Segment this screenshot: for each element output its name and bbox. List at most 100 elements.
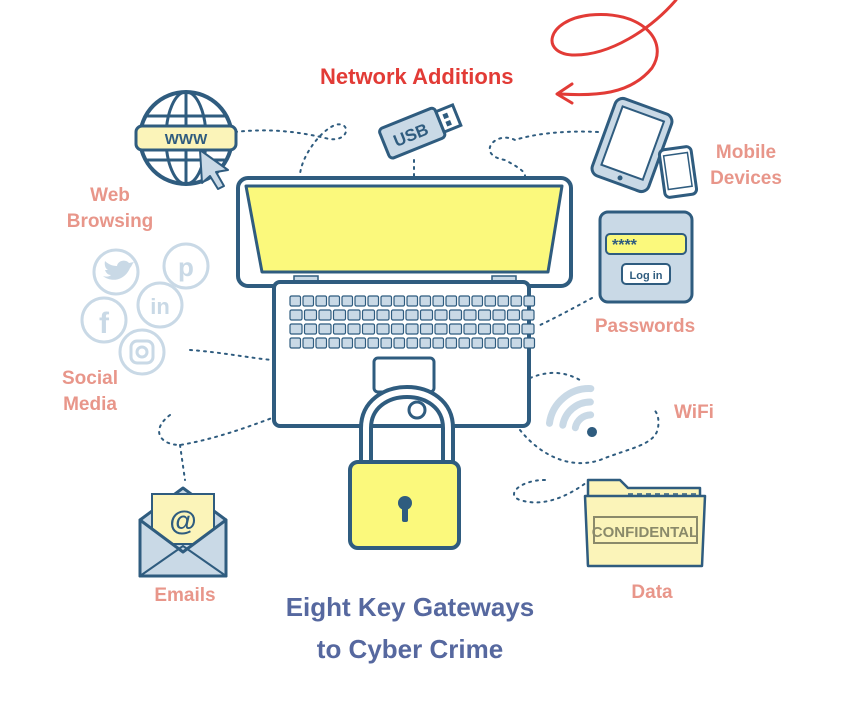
keyboard-key [432,337,445,349]
padlock-icon [348,385,461,550]
keyboard-key [406,337,419,349]
keyboard-key [289,309,303,321]
red-curl-arrow [550,0,678,105]
keyboard-key [471,337,484,349]
web-browsing-line1: Web [90,185,130,206]
wifi-label: WiFi [674,402,714,423]
www-text: WWW [165,131,208,148]
keyboard-key [477,323,492,335]
title-line1: Eight Key Gateways [285,592,535,622]
web-browsing-line2: Browsing [66,211,154,232]
social-media-line2: Media [63,394,117,415]
keyboard-key [458,295,471,307]
keyboard-key [463,309,477,321]
keyboard-key [318,323,332,335]
keyboard-key [458,337,471,349]
keyboard-key [521,309,535,321]
svg-text:p: p [178,252,194,282]
globe-icon: WWW [134,90,238,190]
title-line2: to Cyber Crime [316,634,504,664]
keyboard-key [434,323,448,335]
keyboard-key [347,323,361,335]
mobile-devices-line1: Mobile [715,142,777,163]
keyboard-key [332,323,347,335]
keyboard-key [376,323,390,335]
keyboard-key [471,295,484,307]
keyboard-key [341,337,354,349]
keyboard-key [289,295,302,307]
social-media-icons: p in f [80,242,210,376]
keyboard-key [354,295,367,307]
data-label: Data [631,582,673,603]
keyboard-key [289,337,302,349]
keyboard-key [419,295,432,307]
wifi-icon [545,385,597,437]
keyboard-key [405,323,419,335]
diagram-title: Eight Key Gateways to Cyber Crime [230,586,590,670]
login-button-text: Log in [630,270,663,282]
keyboard-key [419,323,434,335]
laptop-icon [236,176,573,428]
keyboard [289,295,536,349]
network-additions-label: Network Additions [320,64,514,89]
usb-icon: USB [378,102,463,160]
keyboard-key [506,309,521,321]
keyboard-key [380,295,393,307]
keyboard-key [521,323,535,335]
facebook-icon: f [80,296,128,344]
keyboard-key [405,309,419,321]
keyboard-key [390,309,405,321]
keyboard-key [448,323,463,335]
dotted-connectors [158,123,660,504]
svg-text:in: in [150,294,170,319]
keyboard-key [492,309,506,321]
keyboard-key [419,309,434,321]
at-sign-text: @ [169,505,196,536]
keyboard-key [510,337,523,349]
keyboard-key [380,337,393,349]
instagram-icon [118,328,166,376]
keyboard-key [341,295,354,307]
keyboard-key [523,337,536,349]
keyboard-key [328,337,341,349]
pinterest-icon: p [162,242,210,290]
twitter-icon [92,248,140,296]
confidential-stamp: CONFIDENTAL [592,524,698,541]
email-envelope-icon: @ [138,486,228,578]
confidential-folder-icon: CONFIDENTAL [583,478,707,568]
emails-label: Emails [154,585,216,606]
keyboard-key [302,295,315,307]
web-browsing-label: Web Browsing [50,183,170,235]
social-media-line1: Social [62,368,118,389]
keyboard-key [318,309,332,321]
keyboard-key [510,295,523,307]
keyboard-key [328,295,341,307]
keyboard-key [497,295,510,307]
social-media-label: Social Media [45,366,135,418]
svg-text:f: f [99,307,110,340]
keyboard-key [347,309,361,321]
keyboard-key [367,295,380,307]
password-login-icon: **** Log in [598,210,694,304]
keyboard-key [484,337,497,349]
laptop-screen [244,184,564,274]
keyboard-key [492,323,506,335]
keyboard-key [497,337,510,349]
passwords-label: Passwords [594,316,696,337]
keyboard-key [419,337,432,349]
keyboard-key [315,295,328,307]
keyboard-key [393,295,406,307]
keyboard-key [393,337,406,349]
keyboard-key [523,295,536,307]
password-mask: **** [612,237,638,254]
mobile-devices-label: Mobile Devices [694,140,798,192]
mobile-devices-line2: Devices [710,168,782,189]
keyboard-key [303,323,318,335]
keyboard-key [448,309,463,321]
keyboard-key [354,337,367,349]
keyboard-key [361,309,376,321]
keyboard-key [506,323,521,335]
keyboard-key [432,295,445,307]
keyboard-key [332,309,347,321]
